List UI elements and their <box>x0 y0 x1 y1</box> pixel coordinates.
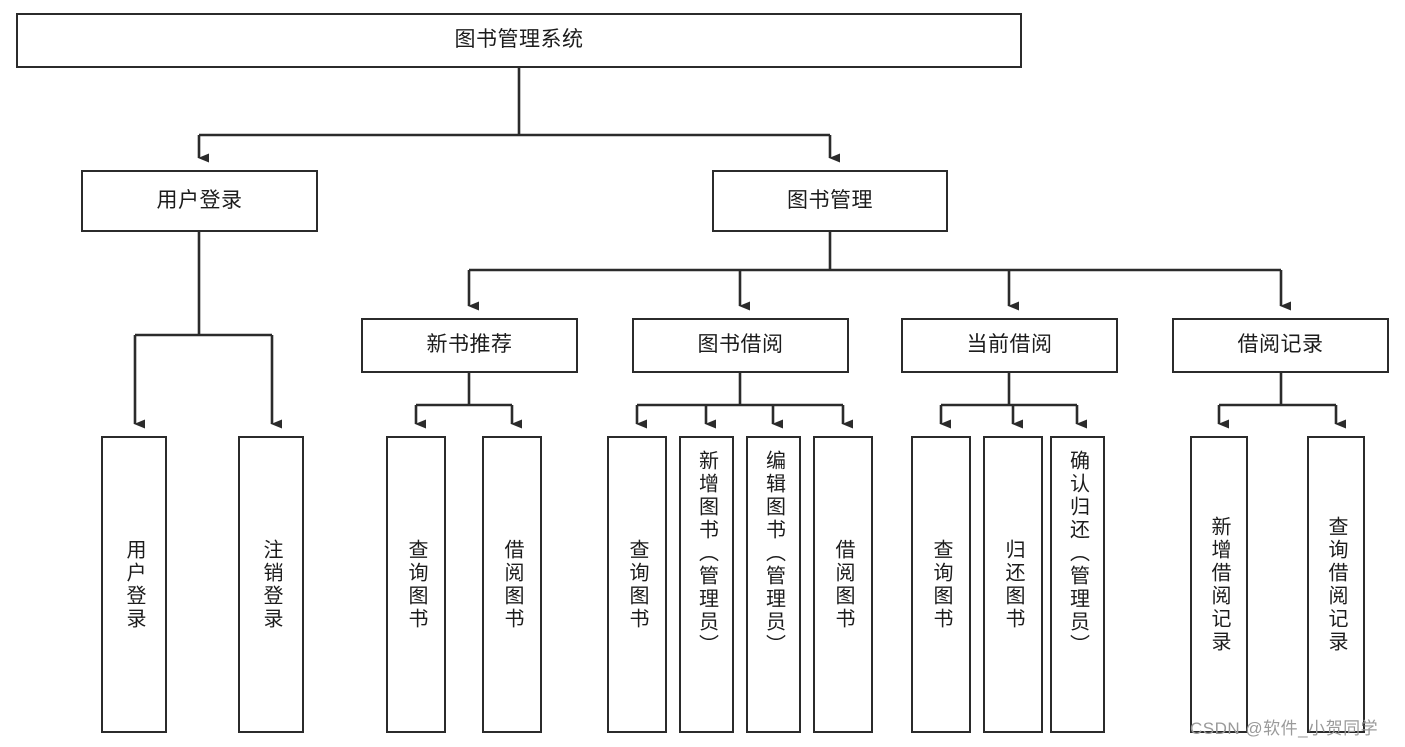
node-leaf-add-book-label: 新增图书（管理员） <box>695 450 718 657</box>
node-book-borrow[interactable]: 图书借阅 <box>632 318 849 373</box>
node-leaf-query-book-3-label: 查询图书 <box>930 538 952 631</box>
node-leaf-user-login[interactable]: 用户登录 <box>101 436 167 733</box>
node-leaf-query-book-2[interactable]: 查询图书 <box>607 436 667 733</box>
node-leaf-confirm-return-label: 确认归还（管理员） <box>1066 450 1089 657</box>
node-book-manage[interactable]: 图书管理 <box>712 170 948 232</box>
node-leaf-return-book-label: 归还图书 <box>1002 538 1024 631</box>
node-leaf-return-book[interactable]: 归还图书 <box>983 436 1043 733</box>
node-user-login[interactable]: 用户登录 <box>81 170 318 232</box>
node-leaf-borrow-book-1[interactable]: 借阅图书 <box>482 436 542 733</box>
csdn-watermark: CSDN @软件_小贺同学 <box>1190 719 1379 738</box>
node-leaf-edit-book-label: 编辑图书（管理员） <box>762 450 785 657</box>
node-leaf-borrow-book-2[interactable]: 借阅图书 <box>813 436 873 733</box>
node-leaf-borrow-book-2-label: 借阅图书 <box>832 538 854 631</box>
node-borrow-record-label: 借阅记录 <box>1237 333 1324 357</box>
node-root-label: 图书管理系统 <box>454 28 584 52</box>
node-leaf-add-book[interactable]: 新增图书（管理员） <box>679 436 734 733</box>
node-new-book-rec-label: 新书推荐 <box>426 333 513 357</box>
node-leaf-query-record[interactable]: 查询借阅记录 <box>1307 436 1365 733</box>
node-leaf-user-login-label: 用户登录 <box>123 538 145 631</box>
node-leaf-add-record-label: 新增借阅记录 <box>1208 515 1230 654</box>
node-leaf-query-book-1[interactable]: 查询图书 <box>386 436 446 733</box>
node-book-manage-label: 图书管理 <box>787 188 873 212</box>
node-root[interactable]: 图书管理系统 <box>16 13 1022 68</box>
node-user-login-label: 用户登录 <box>156 188 243 212</box>
node-current-borrow[interactable]: 当前借阅 <box>901 318 1118 373</box>
node-leaf-user-logout[interactable]: 注销登录 <box>238 436 304 733</box>
node-current-borrow-label: 当前借阅 <box>966 333 1053 357</box>
node-new-book-rec[interactable]: 新书推荐 <box>361 318 578 373</box>
node-leaf-user-logout-label: 注销登录 <box>260 538 282 631</box>
node-leaf-query-book-2-label: 查询图书 <box>626 538 648 631</box>
node-leaf-edit-book[interactable]: 编辑图书（管理员） <box>746 436 801 733</box>
node-leaf-confirm-return[interactable]: 确认归还（管理员） <box>1050 436 1105 733</box>
node-leaf-query-book-1-label: 查询图书 <box>405 538 427 631</box>
node-leaf-borrow-book-1-label: 借阅图书 <box>501 538 523 631</box>
node-borrow-record[interactable]: 借阅记录 <box>1172 318 1389 373</box>
node-leaf-query-book-3[interactable]: 查询图书 <box>911 436 971 733</box>
node-leaf-query-record-label: 查询借阅记录 <box>1325 515 1347 654</box>
node-book-borrow-label: 图书借阅 <box>697 333 784 357</box>
node-leaf-add-record[interactable]: 新增借阅记录 <box>1190 436 1248 733</box>
